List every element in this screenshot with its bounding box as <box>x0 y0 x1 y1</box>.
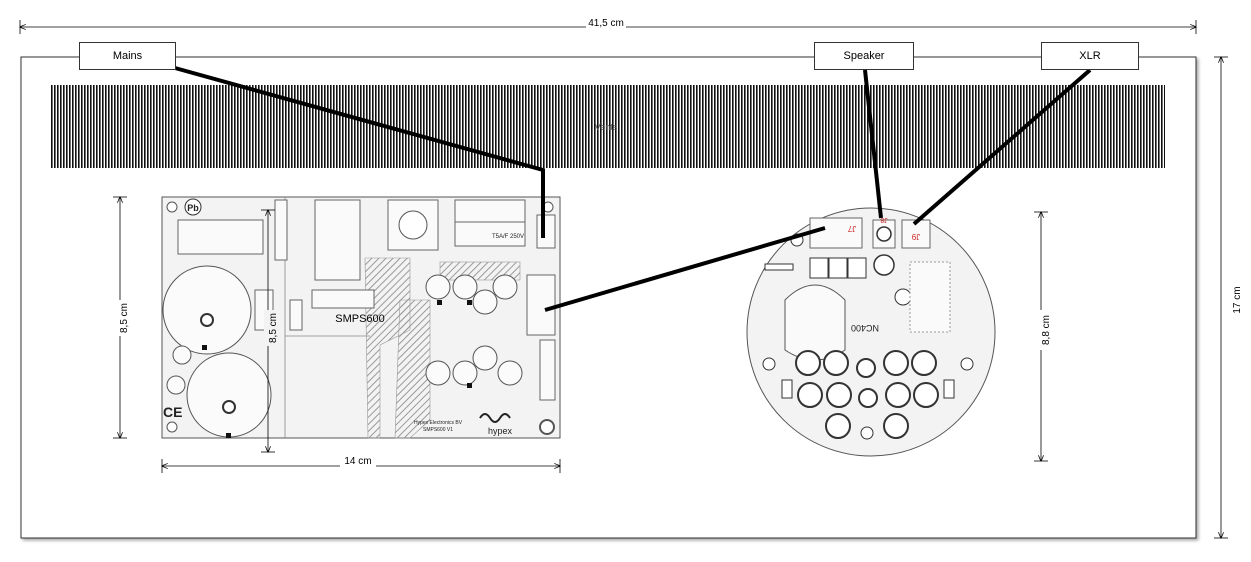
smps-maker-line: Hypex Electronics BV <box>414 420 463 426</box>
xlr-callout-label: XLR <box>1079 50 1101 62</box>
smps-model-line: SMPS600 V1 <box>423 427 453 433</box>
mains-wire <box>174 66 545 238</box>
smps-inner-height-label: 8,5 cm <box>268 313 279 343</box>
hypex-logo-wave <box>479 413 511 423</box>
ncore-height-dimension: 8,8 cm <box>1034 212 1056 461</box>
speaker-wire <box>863 69 883 219</box>
total-width-dimension: 41,5 cm <box>20 16 1196 34</box>
smps-to-ncore-wire <box>544 226 826 312</box>
ncore-name-label: NC400 <box>851 323 879 333</box>
total-height-dimension: 17 cm <box>1214 57 1244 538</box>
pb-mark: Pb <box>187 203 199 213</box>
xlr-callout: XLR <box>1041 42 1139 70</box>
hypex-brand: hypex <box>488 426 513 436</box>
ncore-j7-label: J7 <box>847 224 856 233</box>
mains-callout-label: Mains <box>112 50 143 62</box>
ncore-j8-label: J8 <box>880 216 888 223</box>
total-height-label: 17 cm <box>1232 286 1243 313</box>
smps600-board: Pb T5A/F 250V <box>161 196 561 439</box>
ncore-height-label: 8,8 cm <box>1041 315 1052 345</box>
smps-width-dimension: 14 cm <box>162 455 560 473</box>
speaker-callout: Speaker <box>814 42 914 70</box>
speaker-callout-label: Speaker <box>843 50 885 62</box>
fuse-rating: T5A/F 250V <box>492 234 524 240</box>
ncore-j9-label: J9 <box>911 232 920 241</box>
heatsink-label: Vents <box>595 122 618 132</box>
ce-mark: CE <box>163 404 182 420</box>
heatsink-vents: Vents <box>51 85 1165 168</box>
smps600-label: SMPS600 <box>335 313 385 325</box>
total-width-label: 41,5 cm <box>588 18 624 29</box>
xlr-wire <box>912 68 1092 226</box>
ncore-board: J7 J8 J9 NC400 <box>746 207 996 457</box>
smps-height-label: 8,5 cm <box>119 303 130 333</box>
smps-width-label: 14 cm <box>344 456 371 467</box>
smps-height-dimension: 8,5 cm <box>110 197 130 438</box>
mains-callout: Mains <box>79 42 176 70</box>
smps-inner-height-dimension: 8,5 cm <box>261 210 280 452</box>
